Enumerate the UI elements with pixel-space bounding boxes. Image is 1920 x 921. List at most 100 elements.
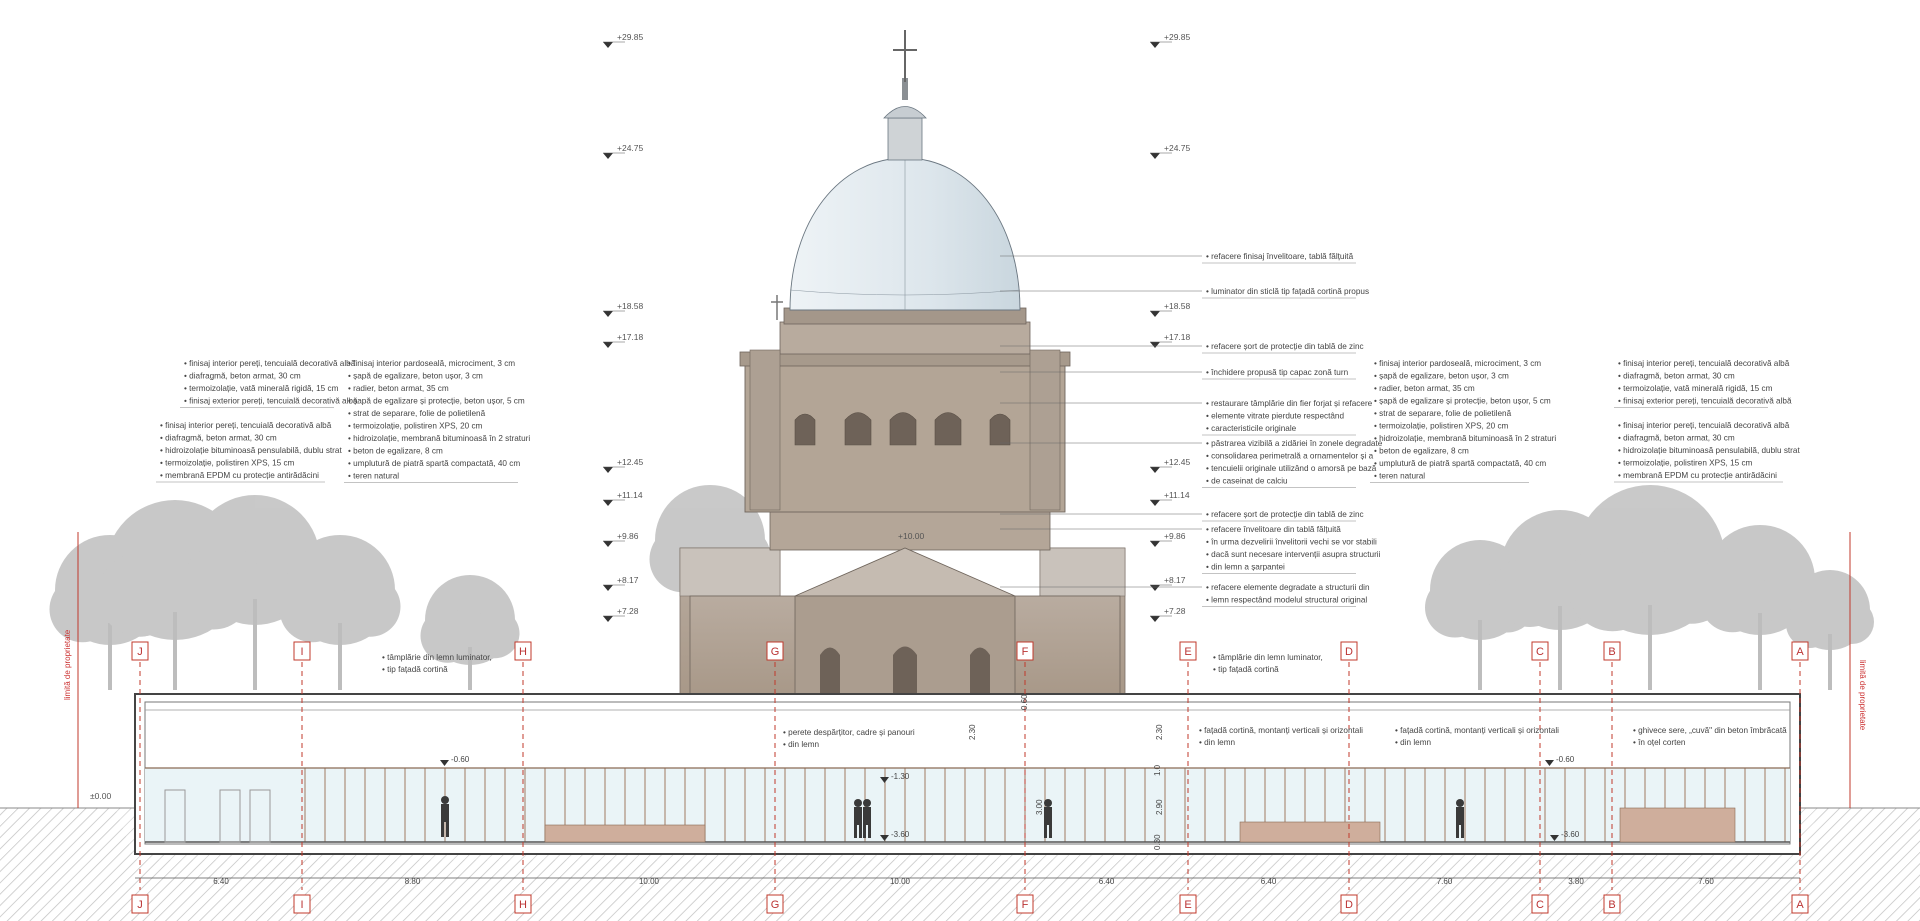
svg-text:limită de proprietate: limită de proprietate [1858,660,1867,731]
church-note: • consolidarea perimetrală a ornamentelo… [1206,452,1374,461]
height-dimension: 2.90 [1155,799,1164,815]
floor-note: • umplutură de piatră spartă compactată,… [1374,459,1546,468]
wall-note: • termoizolație, vată minerală rigidă, 1… [184,384,339,393]
axis-label: J [137,899,143,911]
level-marker: +24.75 [1164,143,1191,153]
height-dimension: 2.30 [968,724,977,740]
floor-note: • șapă de egalizare și protecție, beton … [348,397,525,406]
dimension-value: 10.00 [890,877,911,886]
dimension-value: 6.40 [1261,877,1277,886]
dimension-value: 7.60 [1698,877,1714,886]
level-marker: +11.14 [617,490,643,500]
dimension-value: 6.40 [213,877,229,886]
floor-note: • strat de separare, folie de polietilen… [1374,409,1512,418]
height-dimension: 2.30 [1155,724,1164,740]
church-note: • tencuielii originale utilizând o amors… [1206,464,1377,473]
interior-note: • tâmplărie din lemn luminator, [382,653,492,662]
interior-note: • perete despărțitor, cadre și panouri [783,728,915,737]
floor-note: • beton de egalizare, 8 cm [348,447,443,456]
height-dimension: 1.0 [1153,764,1162,776]
dimension-value: 8.80 [405,877,421,886]
ground-level-marker: ±0.00 [90,791,111,801]
axis-label: A [1796,899,1804,911]
axis-label: D [1345,899,1353,911]
church-note: • refacere șort de protecție din tablă d… [1206,510,1364,519]
floor-note: • teren natural [1374,472,1425,481]
section-level: -3.60 [891,830,910,839]
interior-note: • din lemn [783,740,820,749]
floor-note: • beton de egalizare, 8 cm [1374,447,1469,456]
floor-note: • teren natural [348,472,399,481]
church-note: • restaurare tâmplărie din fier forjat ș… [1206,399,1373,408]
height-dimension: 3.00 [1035,799,1044,815]
floor-note: • finisaj interior pardoseală, microcime… [1374,359,1541,368]
annotations: • finisaj interior pereți, tencuială dec… [156,252,1800,850]
interior-note: • în oțel corten [1633,738,1686,747]
wall-note: • termoizolație, polistiren XPS, 15 cm [1618,459,1753,468]
floor-note: • hidroizolație, membrană bituminoasă în… [348,434,530,443]
section-level: -0.60 [451,755,470,764]
wall-note: • membrană EPDM cu protecție antirădăcin… [160,471,319,480]
level-marker: +9.86 [1164,531,1186,541]
floor-note: • șapă de egalizare și protecție, beton … [1374,397,1551,406]
wall-note: • finisaj interior pereți, tencuială dec… [184,359,356,368]
floor-note: • finisaj interior pardoseală, microcime… [348,359,515,368]
axis-label: F [1022,646,1029,658]
dimension-value: 3.80 [1568,877,1584,886]
church-note: • păstrarea vizibilă a zidăriei în zonel… [1206,439,1383,448]
section-level: -1.30 [891,772,910,781]
axis-label: D [1345,646,1353,658]
wall-note: • finisaj exterior pereți, tencuială dec… [1618,397,1792,406]
wall-note: • diafragmă, beton armat, 30 cm [160,434,277,443]
floor-note: • radier, beton armat, 35 cm [1374,384,1475,393]
axis-label: I [300,899,303,911]
church-note: • refacere finisaj învelitoare, tablă fă… [1206,252,1354,261]
floor-note: • termoizolație, polistiren XPS, 20 cm [348,422,483,431]
wall-note: • finisaj interior pereți, tencuială dec… [1618,421,1790,430]
axis-label: B [1608,646,1615,658]
interior-note: • din lemn [1199,738,1236,747]
floor-note: • hidroizolație, membrană bituminoasă în… [1374,434,1556,443]
axis-label: I [300,646,303,658]
wall-note: • finisaj interior pereți, tencuială dec… [160,421,332,430]
church-note: • dacă sunt necesare intervenții asupra … [1206,550,1381,559]
church-note: • caracteristicile originale [1206,424,1297,433]
floor-note: • șapă de egalizare, beton ușor, 3 cm [348,372,483,381]
level-marker: +8.17 [617,575,639,585]
level-marker: +11.14 [1164,490,1190,500]
level-marker: +7.28 [617,606,639,616]
wall-note: • hidroizolație bituminoasă pensulabilă,… [1618,446,1800,455]
level-marker: +29.85 [617,32,644,42]
wall-note: • membrană EPDM cu protecție antirădăcin… [1618,471,1777,480]
level-marker: +12.45 [1164,457,1191,467]
floor-note: • strat de separare, folie de polietilen… [348,409,486,418]
church-note: • în urma dezvelirii învelitorii vechi s… [1206,538,1377,547]
level-marker: +29.85 [1164,32,1191,42]
axis-label: A [1796,646,1804,658]
section-level: -0.60 [1556,755,1575,764]
svg-text:limită de proprietate: limită de proprietate [63,629,72,700]
level-marker: +18.58 [617,301,644,311]
axis-label: E [1184,646,1191,658]
wall-note: • finisaj interior pereți, tencuială dec… [1618,359,1790,368]
dimension-value: 6.40 [1099,877,1115,886]
interior-note: • tip fațadă cortină [382,665,448,674]
axis-label: H [519,899,527,911]
level-marker: +7.28 [1164,606,1186,616]
height-dimension: 0.60 [1020,694,1029,710]
floor-note: • termoizolație, polistiren XPS, 20 cm [1374,422,1509,431]
axis-label: C [1536,646,1544,658]
wall-note: • termoizolație, vată minerală rigidă, 1… [1618,384,1773,393]
axis-label: H [519,646,527,658]
level-marker: +9.86 [617,531,639,541]
level-marker: +17.18 [1164,332,1191,342]
wall-note: • diafragmă, beton armat, 30 cm [1618,434,1735,443]
church-elevation [679,30,1126,697]
church-note: • închidere propusă tip capac zonă turn [1206,368,1349,377]
church-note: • din lemn a șarpantei [1206,563,1285,572]
axis-label: G [771,646,780,658]
axis-label: C [1536,899,1544,911]
floor-note: • șapă de egalizare, beton ușor, 3 cm [1374,372,1509,381]
